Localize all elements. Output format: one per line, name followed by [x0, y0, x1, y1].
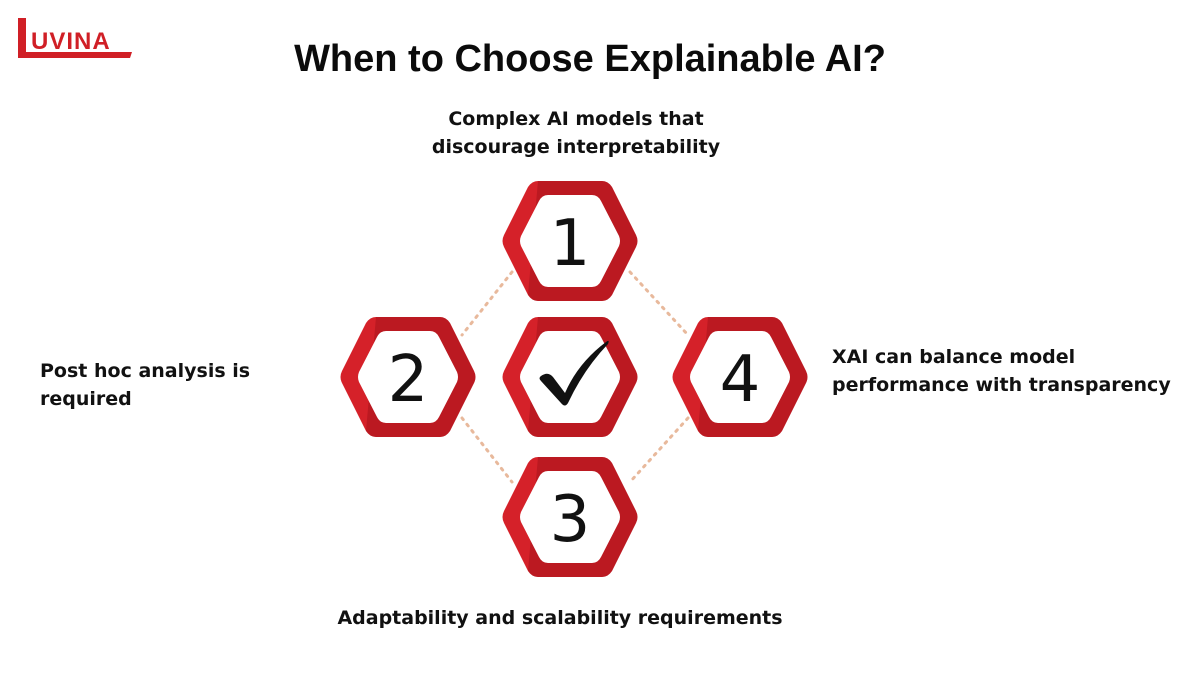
- item-1-label: Complex AI models that discourage interp…: [376, 105, 776, 161]
- luvina-logo: UVINA: [18, 18, 132, 58]
- logo-text: UVINA: [31, 28, 111, 55]
- logo-l-shape: [18, 18, 132, 58]
- connector-2-3: [460, 416, 514, 484]
- hexagon-1-number: 1: [550, 207, 591, 281]
- hexagon-2-number: 2: [388, 343, 429, 417]
- item-4-label: XAI can balance model performance with t…: [832, 343, 1172, 399]
- checkmark-icon: [539, 340, 609, 406]
- item-2-line-1: Post hoc analysis is required: [40, 360, 251, 410]
- hexagon-3-number: 3: [550, 483, 591, 557]
- hexagon-4: 4: [672, 317, 808, 437]
- page-title: When to Choose Explainable AI?: [294, 38, 886, 80]
- item-2-label: Post hoc analysis is required: [40, 357, 340, 413]
- connector-1-4: [628, 270, 690, 337]
- hexagon-4-number: 4: [720, 343, 761, 417]
- item-3-label: Adaptability and scalability requirement…: [300, 604, 820, 632]
- hexagon-1: 1: [502, 181, 638, 301]
- item-4-line-1: XAI can balance model: [832, 346, 1076, 368]
- item-4-line-2: performance with transparency: [832, 374, 1171, 396]
- hexagon-center: [502, 317, 638, 437]
- item-1-line-1: Complex AI models that: [448, 108, 704, 130]
- hexagon-2: 2: [340, 317, 476, 437]
- hexagon-3: 3: [502, 457, 638, 577]
- connectors: [460, 270, 690, 484]
- connector-1-2: [460, 270, 514, 337]
- item-1-line-2: discourage interpretability: [431, 136, 721, 158]
- connector-4-3: [628, 416, 690, 484]
- item-3-line-1: Adaptability and scalability requirement…: [337, 607, 783, 629]
